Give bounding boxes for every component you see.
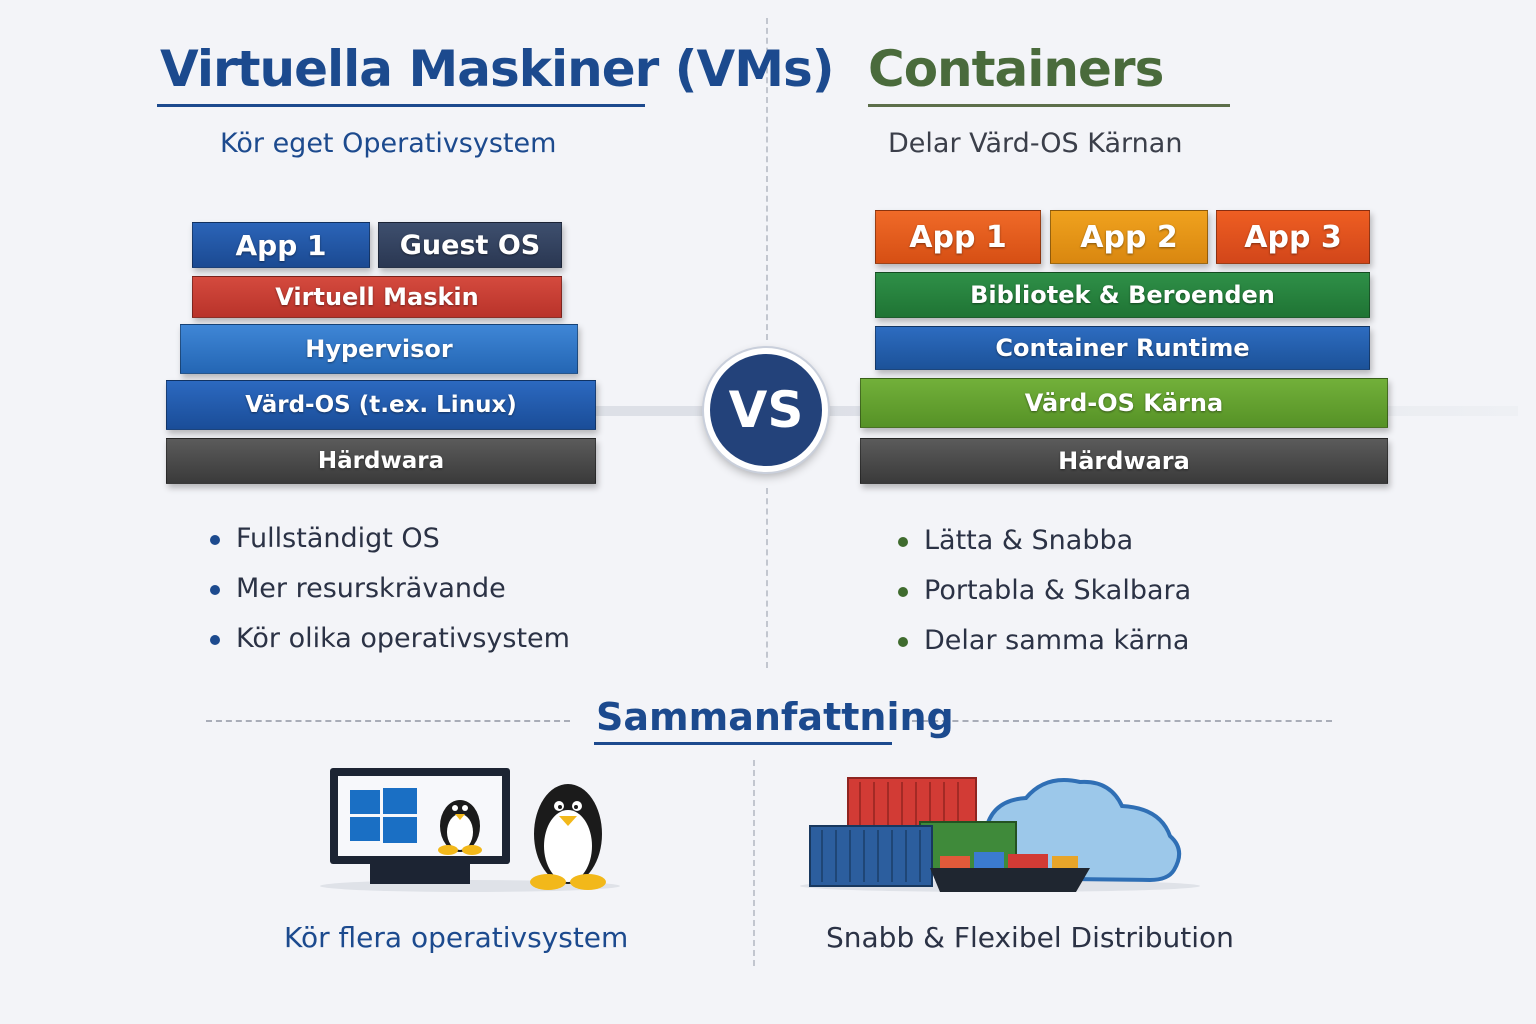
vs-badge: VS — [704, 348, 828, 472]
container-layer-host-kernel: Värd-OS Kärna — [860, 378, 1388, 428]
vm-bullet-list: Fullständigt OS Mer resurskrävande Kör o… — [210, 524, 570, 674]
container-layer-app-3: App 3 — [1216, 210, 1370, 264]
containers-subtitle: Delar Värd-OS Kärnan — [888, 128, 1183, 159]
vm-summary-caption: Kör flera operativsystem — [284, 921, 629, 954]
summary-dash-right — [912, 720, 1332, 722]
containers-title: Containers — [868, 40, 1164, 98]
center-divider-top — [766, 18, 768, 340]
summary-title: Sammanfattning — [596, 695, 954, 739]
summary-dash-left — [206, 720, 570, 722]
vm-bullet: Kör olika operativsystem — [210, 624, 570, 674]
container-bullet: Lätta & Snabba — [898, 526, 1191, 576]
containers-summary-caption: Snabb & Flexibel Distribution — [826, 921, 1234, 954]
containers-title-underline — [868, 104, 1230, 107]
container-layer-libraries: Bibliotek & Beroenden — [875, 272, 1370, 318]
container-layer-app-1: App 1 — [875, 210, 1041, 264]
monitor-with-windows-and-penguin-icon — [320, 768, 620, 892]
vm-layer-host-os: Värd-OS (t.ex. Linux) — [166, 380, 596, 430]
containers-bullet-list: Lätta & Snabba Portabla & Skalbara Delar… — [898, 526, 1191, 676]
shipping-containers-and-cloud-icon — [800, 777, 1200, 892]
vm-layer-virtual-machine: Virtuell Maskin — [192, 276, 562, 318]
summary-title-underline — [594, 742, 892, 745]
center-divider-bottom — [766, 488, 768, 668]
vm-layer-hardware: Härdwara — [166, 438, 596, 484]
container-bullet: Portabla & Skalbara — [898, 576, 1191, 626]
vm-layer-app: App 1 — [192, 222, 370, 268]
vs-line-left — [596, 406, 706, 416]
container-layer-app-2: App 2 — [1050, 210, 1208, 264]
summary-divider — [753, 760, 755, 966]
vm-bullet: Fullständigt OS — [210, 524, 570, 574]
vm-bullet: Mer resurskrävande — [210, 574, 570, 624]
container-layer-runtime: Container Runtime — [875, 326, 1370, 370]
vm-subtitle: Kör eget Operativsystem — [220, 128, 557, 159]
vm-layer-guest-os: Guest OS — [378, 222, 562, 268]
container-bullet: Delar samma kärna — [898, 626, 1191, 676]
vm-layer-hypervisor: Hypervisor — [180, 324, 578, 374]
container-layer-hardware: Härdwara — [860, 438, 1388, 484]
vm-title: Virtuella Maskiner (VMs) — [160, 40, 835, 98]
vm-title-underline — [157, 104, 645, 107]
